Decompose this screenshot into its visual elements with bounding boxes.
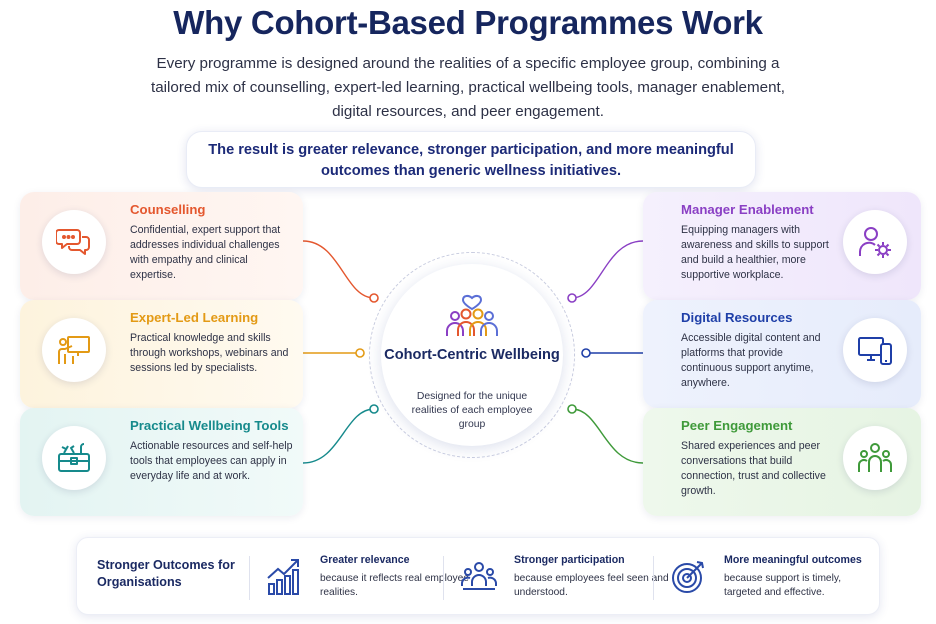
chat-bubbles-icon: [42, 210, 106, 274]
card-title: Peer Engagement: [681, 418, 793, 433]
center-title: Cohort-Centric Wellbeing: [384, 347, 560, 363]
card-title: Digital Resources: [681, 310, 793, 325]
outcome-description: because employees feel seen and understo…: [514, 573, 669, 598]
people-icon: [461, 562, 497, 590]
card-description: Shared experiences and peer conversation…: [681, 440, 826, 497]
intro-text: Every programme is designed around the r…: [150, 55, 785, 120]
card-description: Practical knowledge and skills through w…: [130, 332, 289, 374]
outcome-title: Stronger participation: [514, 554, 625, 566]
card-expert-led-learning: Expert-Led Learning Practical knowledge …: [20, 300, 303, 408]
card-description: Accessible digital content and platforms…: [681, 332, 821, 389]
card-title: Practical Wellbeing Tools: [130, 418, 289, 433]
card-description: Equipping managers with awareness and sk…: [681, 224, 829, 281]
center-dashed-ring: [369, 252, 575, 458]
page-title: Why Cohort-Based Programmes Work: [173, 4, 763, 41]
card-peer-engagement: Peer Engagement Shared experiences and p…: [643, 408, 921, 516]
result-banner: The result is greater relevance, stronge…: [186, 131, 756, 188]
cohort-heart-icon: [446, 294, 498, 336]
outcome-title: More meaningful outcomes: [724, 554, 862, 566]
card-title: Counselling: [130, 202, 206, 217]
outcomes-bar: Stronger Outcomes for Organisations Grea…: [76, 537, 880, 615]
outcome-description: because support is timely, targeted and …: [724, 573, 842, 598]
divider: [443, 556, 444, 600]
group-icon: [843, 426, 907, 490]
outcomes-title: Stronger Outcomes for Organisations: [97, 558, 235, 589]
card-manager-enablement: Manager Enablement Equipping managers wi…: [643, 192, 921, 300]
divider: [653, 556, 654, 600]
toolbox-icon: [42, 426, 106, 490]
card-counselling: Counselling Confidential, expert support…: [20, 192, 303, 300]
center-subtitle: Designed for the unique realities of eac…: [411, 391, 533, 430]
devices-icon: [843, 318, 907, 382]
target-icon: [672, 561, 704, 593]
presenter-board-icon: [42, 318, 106, 382]
card-description: Confidential, expert support that addres…: [130, 224, 281, 281]
outcome-title: Greater relevance: [320, 554, 410, 566]
card-title: Expert-Led Learning: [130, 310, 259, 325]
card-digital-resources: Digital Resources Accessible digital con…: [643, 300, 921, 408]
center-hub: Cohort-Centric Wellbeing Designed for th…: [381, 264, 563, 446]
growth-chart-icon: [267, 559, 299, 595]
card-description: Actionable resources and self-help tools…: [130, 440, 293, 482]
card-title: Manager Enablement: [681, 202, 814, 217]
card-practical-wellbeing-tools: Practical Wellbeing Tools Actionable res…: [20, 408, 303, 516]
divider: [249, 556, 250, 600]
manager-gear-icon: [843, 210, 907, 274]
outcome-description: because it reflects real employee realit…: [320, 573, 469, 598]
